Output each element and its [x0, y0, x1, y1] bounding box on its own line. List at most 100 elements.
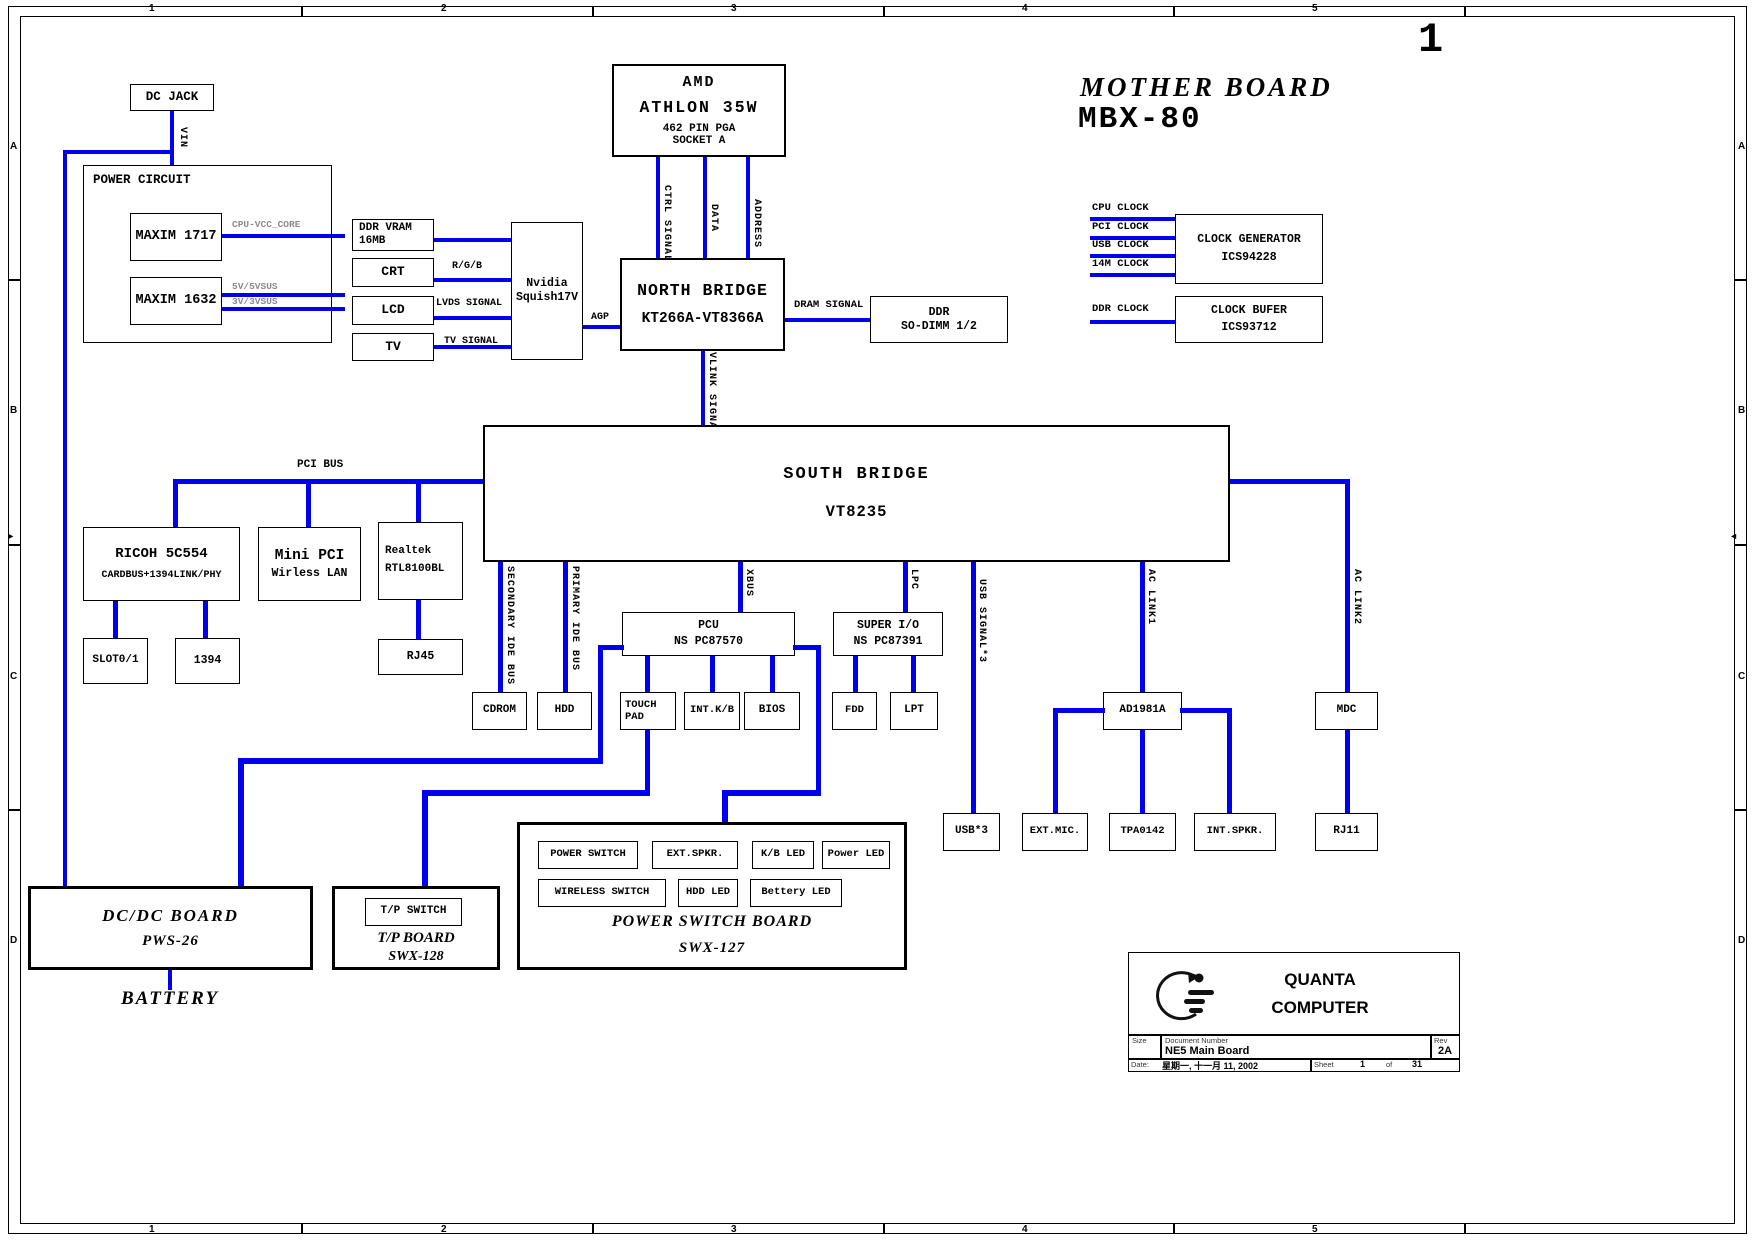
3v-label: 3V/3VSUS — [232, 296, 278, 307]
title-block-divider — [1128, 1058, 1460, 1060]
kb-led-label: K/B LED — [760, 848, 806, 861]
frame-mid-arrow-left: ► — [8, 532, 14, 542]
zone-tick — [1735, 279, 1747, 281]
wire-lpc — [903, 562, 908, 612]
frame-inner — [20, 16, 1735, 1224]
pci-clock-label: PCI CLOCK — [1092, 221, 1149, 233]
cpu-clock-label: CPU CLOCK — [1092, 202, 1149, 214]
wire-rail-h — [63, 150, 174, 154]
frame-mid-arrow-right: ◄ — [1731, 532, 1737, 542]
zone-row-b-right: B — [1738, 405, 1746, 416]
hdd-label: HDD — [554, 704, 575, 717]
nvidia-block: Nvidia Squish17V — [511, 222, 583, 360]
bettery-led-label: Bettery LED — [761, 886, 831, 899]
zone-tick — [592, 1224, 594, 1234]
wire-pcu-dcdc-h1 — [598, 645, 624, 650]
wire-touchpad-tp-v1 — [645, 730, 650, 794]
zone-col-2-top: 2 — [441, 3, 447, 14]
data-label: DATA — [708, 204, 719, 233]
pcu-block: PCU NS PC87570 — [622, 612, 795, 656]
wire-data — [703, 157, 707, 258]
wire-touchpad-tp-h — [422, 790, 650, 796]
lpc-label: LPC — [908, 569, 919, 591]
north-bridge-l1: NORTH BRIDGE — [637, 281, 768, 301]
sheet-number: 1 — [1360, 1059, 1366, 1069]
tp-board-l1: T/P BOARD — [377, 930, 455, 946]
5v-label: 5V/5VSUS — [232, 281, 278, 292]
psb-l2: SWX-127 — [678, 940, 746, 956]
rev-value: 2A — [1438, 1045, 1453, 1057]
hdd-block: HDD — [537, 692, 592, 730]
dc-jack-label: DC JACK — [145, 89, 199, 104]
wire-cpu-clock — [1090, 217, 1175, 221]
wire-pcu-psb-h1 — [793, 645, 821, 650]
wire-14m-clock — [1090, 273, 1175, 277]
kb-led-block: K/B LED — [752, 841, 814, 869]
fdd-block: FDD — [832, 692, 877, 730]
wire-vram — [434, 238, 511, 242]
maxim-1632-block: MAXIM 1632 — [130, 277, 222, 325]
wire-rgb — [434, 278, 511, 282]
battery-label: BATTERY — [120, 988, 220, 1009]
clock-generator-l2: ICS94228 — [1221, 251, 1277, 264]
quanta-logo — [1156, 971, 1214, 1021]
wire-vin — [170, 111, 174, 165]
mini-pci-block: Mini PCI Wirless LAN — [258, 527, 361, 601]
lpt-label: LPT — [904, 704, 924, 717]
wire-pci-drop-ricoh — [173, 479, 178, 527]
power-led-label: Power LED — [827, 848, 885, 861]
ddr-sodimm-l1: DDR — [928, 305, 950, 319]
title-block-divider — [1430, 1034, 1432, 1058]
date-label: Date: — [1131, 1060, 1149, 1069]
zone-tick — [8, 279, 20, 281]
zone-tick — [1464, 1224, 1466, 1234]
realtek-l1: Realtek — [385, 545, 432, 558]
rgb-label: R/G/B — [452, 261, 483, 272]
dcdc-board-block: DC/DC BOARD PWS-26 — [28, 886, 313, 970]
wire-ricoh-slot — [113, 601, 118, 638]
ad1981a-label: AD1981A — [1119, 704, 1166, 717]
usb-signal-label: USB SIGNAL*3 — [976, 579, 987, 664]
clock-buffer-l2: ICS93712 — [1221, 320, 1277, 334]
wire-touchpad-tp-v2 — [422, 790, 428, 898]
wire-realtek-rj45 — [416, 600, 421, 639]
crt-label: CRT — [381, 264, 405, 280]
mdc-label: MDC — [1336, 704, 1357, 717]
tv-label: TV — [385, 338, 401, 354]
usb3-block: USB*3 — [943, 813, 1000, 851]
wire-pcu-dcdc-v2 — [238, 758, 244, 886]
tpa0142-label: TPA0142 — [1120, 825, 1165, 838]
board-title: MOTHER BOARD — [1080, 72, 1333, 102]
superio-l2: NS PC87391 — [853, 635, 923, 648]
wire-pcu-psb-v2 — [722, 790, 728, 824]
zone-col-2-bottom: 2 — [441, 1224, 447, 1235]
realtek-l2: RTL8100BL — [385, 563, 445, 575]
wireless-switch-label: WIRELESS SWITCH — [554, 886, 650, 899]
int-spkr-label: INT.SPKR. — [1206, 825, 1264, 838]
wire-pci-clock — [1090, 236, 1175, 240]
int-kb-block: INT.K/B — [684, 692, 740, 730]
wire-mdc-rj11 — [1345, 730, 1350, 813]
zone-row-c-left: C — [10, 671, 18, 682]
zone-col-5-bottom: 5 — [1312, 1224, 1318, 1235]
ricoh-l2: CARDBUS+1394LINK/PHY — [101, 570, 222, 581]
ext-spkr-label: EXT.SPKR. — [666, 848, 724, 861]
wire-dcdc-battery — [168, 970, 172, 990]
lcd-label: LCD — [381, 302, 405, 318]
zone-col-5-top: 5 — [1312, 3, 1318, 14]
vin-label: VIN — [177, 127, 188, 149]
sheet-total: 31 — [1412, 1059, 1423, 1069]
wire-ricoh-1394 — [203, 601, 208, 638]
cdrom-block: CDROM — [472, 692, 527, 730]
int-spkr-block: INT.SPKR. — [1194, 813, 1276, 851]
zone-col-1-bottom: 1 — [149, 1224, 155, 1235]
zone-tick — [1173, 6, 1175, 16]
ddr-sodimm-block: DDR SO-DIMM 1/2 — [870, 296, 1008, 343]
touchpad-block: TOUCH PAD — [620, 692, 676, 730]
ctrl-signal-label: CTRL SIGNAL — [661, 185, 672, 263]
psb-l1: POWER SWITCH BOARD — [611, 913, 813, 930]
zone-row-a-left: A — [10, 141, 18, 152]
board-model: MBX-80 — [1078, 102, 1202, 137]
zone-tick — [592, 6, 594, 16]
power-switch-label: POWER SWITCH — [550, 848, 626, 861]
